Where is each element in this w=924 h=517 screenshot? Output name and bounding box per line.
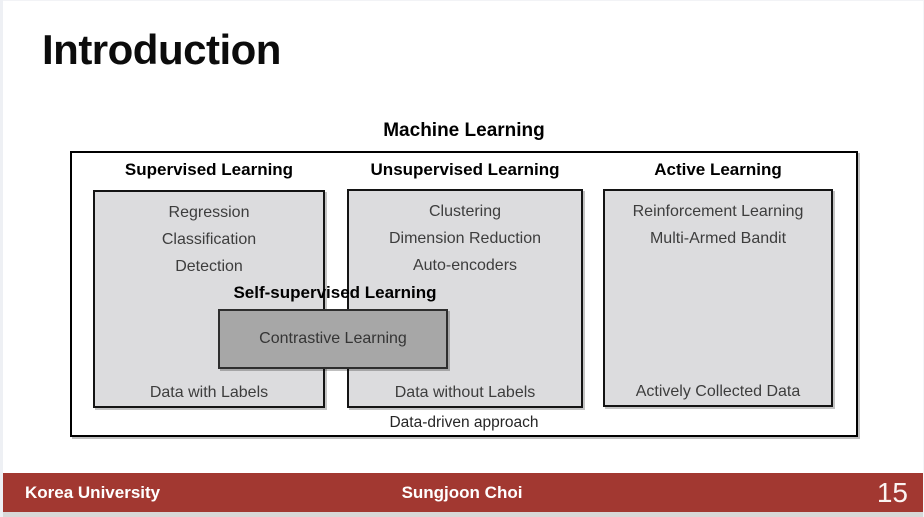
supervised-data-label: Data with Labels bbox=[149, 384, 269, 401]
list-item: Reinforcement Learning bbox=[632, 203, 804, 220]
supervised-items: Regression Classification Detection bbox=[95, 192, 323, 280]
unsupervised-learning-box: Clustering Dimension Reduction Auto-enco… bbox=[347, 189, 583, 408]
list-item: Detection bbox=[175, 258, 243, 275]
page-number: 15 bbox=[876, 477, 908, 508]
column-header-unsupervised: Unsupervised Learning bbox=[370, 160, 560, 179]
footer-university: Korea University bbox=[25, 483, 161, 502]
slide-title: Introduction bbox=[42, 26, 281, 73]
active-learning-box: Reinforcement Learning Multi-Armed Bandi… bbox=[603, 189, 833, 407]
column-header-supervised: Supervised Learning bbox=[124, 160, 294, 179]
footer-bar: Korea University Sungjoon Choi 15 bbox=[0, 473, 924, 512]
list-item: Auto-encoders bbox=[412, 257, 518, 274]
unsupervised-items: Clustering Dimension Reduction Auto-enco… bbox=[349, 191, 581, 279]
diagram-title: Machine Learning bbox=[383, 120, 545, 141]
diagram-caption: Data-driven approach bbox=[389, 414, 539, 431]
list-item: Dimension Reduction bbox=[388, 230, 542, 247]
active-data-label: Actively Collected Data bbox=[635, 383, 801, 400]
active-items: Reinforcement Learning Multi-Armed Bandi… bbox=[605, 191, 831, 252]
list-item: Clustering bbox=[428, 203, 502, 220]
footer-author: Sungjoon Choi bbox=[401, 483, 523, 502]
list-item: Classification bbox=[161, 231, 257, 248]
unsupervised-data-label: Data without Labels bbox=[394, 384, 536, 401]
column-header-active: Active Learning bbox=[654, 160, 782, 179]
self-supervised-header: Self-supervised Learning bbox=[233, 283, 437, 302]
contrastive-learning-box: Contrastive Learning bbox=[218, 309, 448, 369]
supervised-learning-box: Regression Classification Detection Data… bbox=[93, 190, 325, 408]
bottom-edge-strip bbox=[0, 512, 924, 517]
list-item: Regression bbox=[168, 204, 250, 221]
list-item: Multi-Armed Bandit bbox=[649, 230, 787, 247]
contrastive-learning-label: Contrastive Learning bbox=[259, 330, 407, 347]
